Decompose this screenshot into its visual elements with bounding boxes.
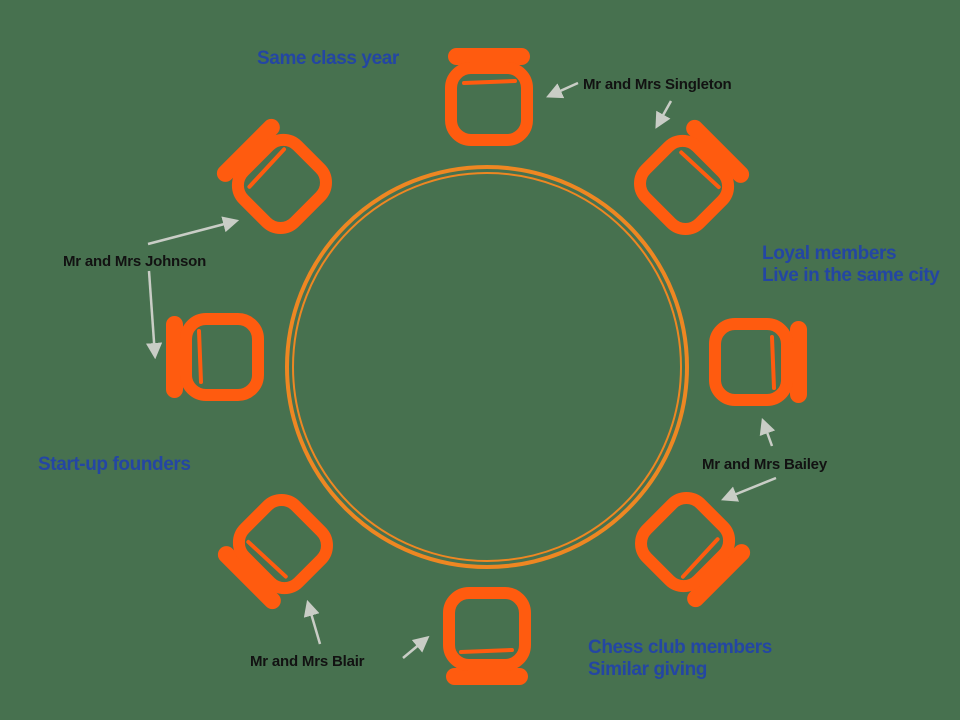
table-inner-ring bbox=[292, 172, 682, 562]
chair-bottom-left bbox=[207, 478, 348, 619]
group-label-line: Start-up founders bbox=[38, 454, 191, 475]
arrow-johnson-topleft-chair bbox=[147, 216, 240, 246]
chair-icon bbox=[217, 494, 333, 610]
arrow-blair-bottom-chair bbox=[402, 635, 430, 659]
couple-label-blair: Mr and Mrs Blair bbox=[250, 653, 365, 670]
chair-icon bbox=[443, 587, 531, 685]
arrow-blair-bottomleft-chair bbox=[303, 599, 322, 645]
group-label-line: Same class year bbox=[257, 48, 399, 69]
chair-icon bbox=[634, 119, 750, 235]
group-label-line: Chess club members bbox=[588, 637, 772, 658]
group-label-loyal-members: Loyal members Live in the same city bbox=[762, 243, 940, 287]
group-label-startup-founders: Start-up founders bbox=[38, 454, 191, 476]
chair-icon bbox=[166, 313, 264, 401]
arrow-johnson-left-chair bbox=[145, 270, 163, 360]
group-label-line: Loyal members bbox=[762, 243, 897, 264]
group-label-line: Live in the same city bbox=[762, 265, 940, 286]
chair-right bbox=[708, 312, 808, 412]
chair-icon bbox=[635, 492, 751, 608]
arrow-singleton-topright-chair bbox=[655, 100, 673, 129]
round-table bbox=[285, 165, 689, 569]
arrow-bailey-bottomright-chair bbox=[720, 476, 777, 502]
chair-top-right bbox=[618, 109, 759, 250]
group-label-same-class-year: Same class year bbox=[257, 48, 399, 70]
arrow-bailey-right-chair bbox=[759, 417, 776, 447]
group-label-line: Similar giving bbox=[588, 659, 707, 680]
chair-icon bbox=[216, 118, 332, 234]
chair-bottom bbox=[437, 586, 537, 686]
chair-bottom-right bbox=[619, 476, 760, 617]
arrow-singleton-top-chair bbox=[546, 81, 579, 99]
couple-label-singleton: Mr and Mrs Singleton bbox=[583, 76, 732, 93]
couple-label-johnson: Mr and Mrs Johnson bbox=[63, 253, 207, 270]
chair-icon bbox=[709, 318, 807, 406]
group-label-chess-club: Chess club members Similar giving bbox=[588, 637, 772, 681]
chair-icon bbox=[445, 48, 533, 146]
chair-top bbox=[439, 47, 539, 147]
couple-label-bailey: Mr and Mrs Bailey bbox=[702, 456, 827, 473]
chair-left bbox=[165, 307, 265, 407]
chair-top-left bbox=[206, 108, 347, 249]
